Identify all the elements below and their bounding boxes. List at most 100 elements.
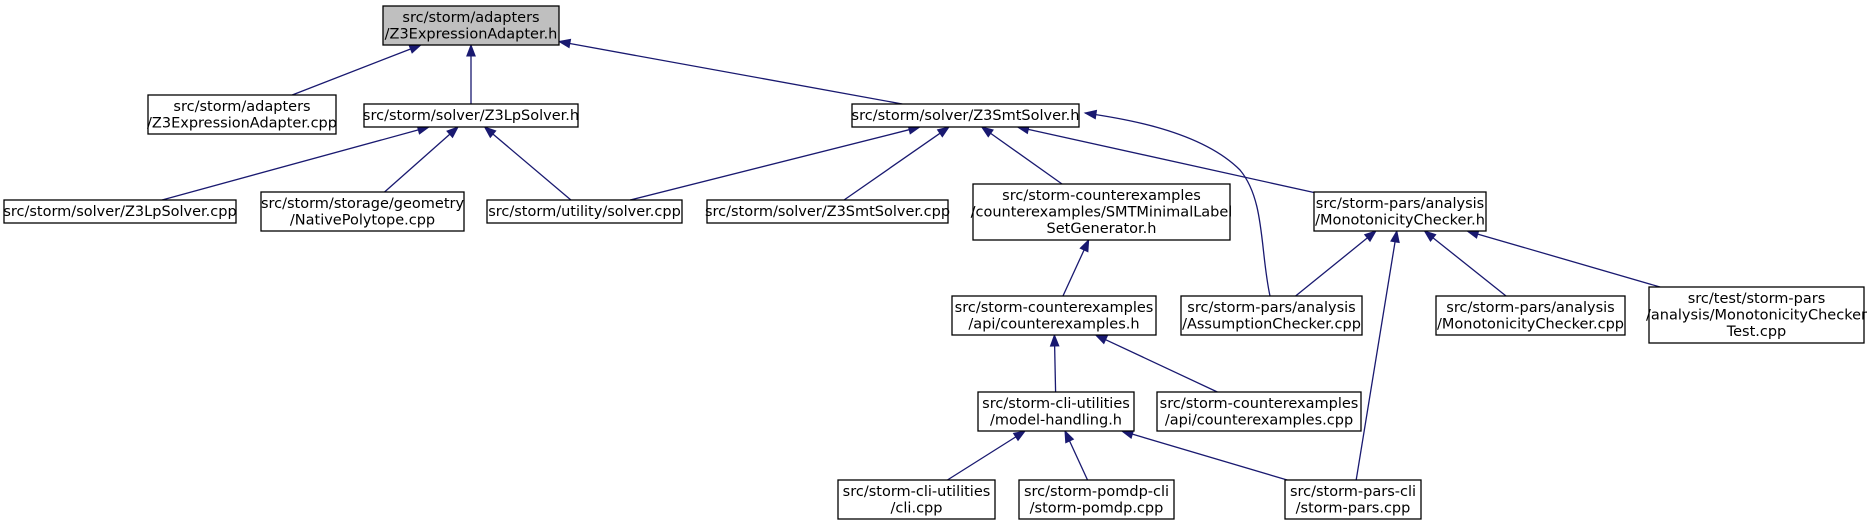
node-box bbox=[147, 94, 337, 135]
edge-line bbox=[629, 129, 910, 201]
edge-arrowhead bbox=[1064, 429, 1075, 444]
edge-arrowhead bbox=[1079, 238, 1090, 253]
edge-arrowhead bbox=[466, 43, 476, 57]
node-label-line: src/test/storm-pars bbox=[1688, 291, 1826, 307]
edge-arrowhead bbox=[936, 126, 951, 138]
edge-line bbox=[1355, 241, 1396, 481]
edge-arrowhead bbox=[446, 126, 460, 139]
node-label-line: /api/counterexamples.cpp bbox=[1165, 412, 1353, 428]
node-label-line: /cli.cpp bbox=[891, 500, 943, 516]
graph-node-cli-cpp[interactable]: src/storm-cli-utilities/cli.cpp bbox=[837, 479, 996, 520]
node-box bbox=[837, 479, 996, 520]
graph-node-lpsolver-h[interactable]: src/storm/solver/Z3LpSolver.h bbox=[363, 103, 579, 128]
node-label-line: /storm-pars.cpp bbox=[1296, 500, 1411, 516]
edge-line bbox=[161, 129, 419, 201]
graph-node-monotonicity-h[interactable]: src/storm-pars/analysis/MonotonicityChec… bbox=[1313, 191, 1487, 232]
graph-edges bbox=[161, 38, 1661, 481]
graph-edge-utility-solver-cpp-to-smtsolver-h bbox=[629, 125, 922, 201]
edge-line bbox=[1132, 433, 1288, 481]
edge-line bbox=[1105, 339, 1218, 393]
node-box bbox=[972, 183, 1231, 241]
node-label-line: /api/counterexamples.h bbox=[968, 316, 1139, 332]
node-label-line: src/storm/adapters bbox=[173, 99, 310, 115]
edge-line bbox=[291, 48, 411, 96]
node-label-line: /counterexamples/SMTMinimalLabel bbox=[971, 205, 1233, 221]
graph-node-polytope-cpp[interactable]: src/storm/storage/geometry/NativePolytop… bbox=[260, 191, 465, 232]
graph-node-pomdp-cpp[interactable]: src/storm-pomdp-cli/storm-pomdp.cpp bbox=[1018, 479, 1175, 520]
graph-node-smtsolver-cpp[interactable]: src/storm/solver/Z3SmtSolver.cpp bbox=[705, 199, 950, 224]
graph-node-model-handling-h[interactable]: src/storm-cli-utilities/model-handling.h bbox=[977, 391, 1135, 432]
graph-edge-monotonicity-h-to-smtsolver-h bbox=[1016, 124, 1315, 194]
node-box bbox=[260, 191, 465, 232]
edge-arrowhead bbox=[1012, 430, 1027, 442]
node-label-line: src/storm/storage/geometry bbox=[261, 196, 465, 212]
node-box bbox=[706, 199, 949, 224]
edge-line bbox=[1295, 237, 1368, 297]
node-label-line: src/storm/solver/Z3SmtSolver.h bbox=[852, 108, 1080, 124]
edge-line bbox=[1028, 128, 1315, 194]
node-box bbox=[851, 103, 1080, 128]
graph-node-adapter-cpp[interactable]: src/storm/adapters/Z3ExpressionAdapter.c… bbox=[147, 94, 337, 135]
graph-edge-assumption-cpp-to-monotonicity-h bbox=[1295, 230, 1377, 297]
graph-node-assumption-cpp[interactable]: src/storm-pars/analysis/AssumptionChecke… bbox=[1180, 295, 1363, 336]
graph-node-root[interactable]: src/storm/adapters/Z3ExpressionAdapter.h bbox=[382, 5, 560, 46]
edge-line bbox=[492, 133, 572, 201]
node-label-line: src/storm-counterexamples bbox=[955, 300, 1154, 316]
node-box bbox=[1648, 286, 1865, 344]
node-label-line: src/storm/solver/Z3SmtSolver.cpp bbox=[705, 204, 950, 220]
node-label-line: src/storm-cli-utilities bbox=[982, 396, 1130, 412]
node-box bbox=[1284, 479, 1422, 520]
edge-arrowhead bbox=[980, 126, 994, 138]
edge-line bbox=[1053, 345, 1057, 393]
node-box bbox=[382, 5, 560, 46]
node-label-line: /NativePolytope.cpp bbox=[290, 212, 435, 228]
graph-node-monotonicity-cpp[interactable]: src/storm-pars/analysis/MonotonicityChec… bbox=[1435, 295, 1626, 336]
graph-node-api-cex-cpp[interactable]: src/storm-counterexamples/api/counterexa… bbox=[1156, 391, 1362, 432]
node-label-line: src/storm-pomdp-cli bbox=[1024, 484, 1169, 500]
graph-node-utility-solver-cpp[interactable]: src/storm/utility/solver.cpp bbox=[486, 199, 683, 224]
node-label-line: src/storm-pars-cli bbox=[1290, 484, 1416, 500]
graph-node-api-cex-h[interactable]: src/storm-counterexamples/api/counterexa… bbox=[951, 295, 1157, 336]
edge-line bbox=[384, 133, 451, 193]
edge-arrowhead bbox=[1390, 229, 1400, 244]
graph-edge-monotonicity-cpp-to-monotonicity-h bbox=[1423, 230, 1507, 297]
edge-line bbox=[990, 132, 1063, 185]
graph-edge-polytope-cpp-to-lpsolver-h bbox=[384, 126, 460, 193]
node-label-line: src/storm-pars/analysis bbox=[1316, 196, 1484, 212]
node-label-line: src/storm/utility/solver.cpp bbox=[488, 204, 681, 220]
edge-arrowhead bbox=[1363, 230, 1377, 243]
graph-node-lpsolver-cpp[interactable]: src/storm/solver/Z3LpSolver.cpp bbox=[3, 199, 237, 224]
graph-edge-pars-cpp-to-model-handling-h bbox=[1120, 429, 1288, 481]
node-label-line: /model-handling.h bbox=[990, 412, 1122, 428]
edge-arrowhead bbox=[557, 38, 572, 49]
node-label-line: SetGenerator.h bbox=[1047, 221, 1157, 237]
edge-arrowhead bbox=[1094, 334, 1109, 345]
graph-edge-adapter-cpp-to-root bbox=[291, 44, 423, 96]
edge-line bbox=[843, 132, 941, 201]
graph-edge-lpsolver-h-to-root bbox=[466, 43, 476, 104]
graph-edge-smtsolver-cpp-to-smtsolver-h bbox=[843, 126, 951, 201]
graph-edge-assumption-cpp-to-smtsolver-h bbox=[1083, 109, 1271, 297]
graph-node-pars-cpp[interactable]: src/storm-pars-cli/storm-pars.cpp bbox=[1284, 479, 1422, 520]
node-label-line: src/storm-counterexamples bbox=[1160, 396, 1359, 412]
edge-line bbox=[1068, 440, 1089, 481]
graph-edge-api-cex-cpp-to-api-cex-h bbox=[1094, 334, 1218, 393]
graph-edge-pomdp-cpp-to-model-handling-h bbox=[1064, 429, 1089, 481]
edge-line bbox=[1062, 249, 1085, 297]
graph-edge-pars-cpp-to-monotonicity-h bbox=[1355, 229, 1400, 481]
graph-node-smt-label-gen-h[interactable]: src/storm-counterexamples/counterexample… bbox=[971, 183, 1233, 241]
node-label-line: src/storm-pars/analysis bbox=[1446, 300, 1614, 316]
node-label-line: /MonotonicityChecker.cpp bbox=[1437, 316, 1624, 332]
edge-line bbox=[947, 436, 1017, 481]
graph-node-smtsolver-h[interactable]: src/storm/solver/Z3SmtSolver.h bbox=[851, 103, 1080, 128]
node-label-line: src/storm/adapters bbox=[402, 10, 539, 26]
graph-node-monotonicity-test-cpp[interactable]: src/test/storm-pars/analysis/Monotonicit… bbox=[1646, 286, 1867, 344]
node-box bbox=[1313, 191, 1487, 232]
node-box bbox=[486, 199, 683, 224]
node-box bbox=[977, 391, 1135, 432]
node-label-line: src/storm/solver/Z3LpSolver.h bbox=[363, 108, 579, 124]
graph-nodes: src/storm/adapters/Z3ExpressionAdapter.h… bbox=[3, 5, 1867, 520]
edge-line bbox=[1477, 233, 1661, 288]
node-label-line: src/storm-counterexamples bbox=[1002, 188, 1201, 204]
